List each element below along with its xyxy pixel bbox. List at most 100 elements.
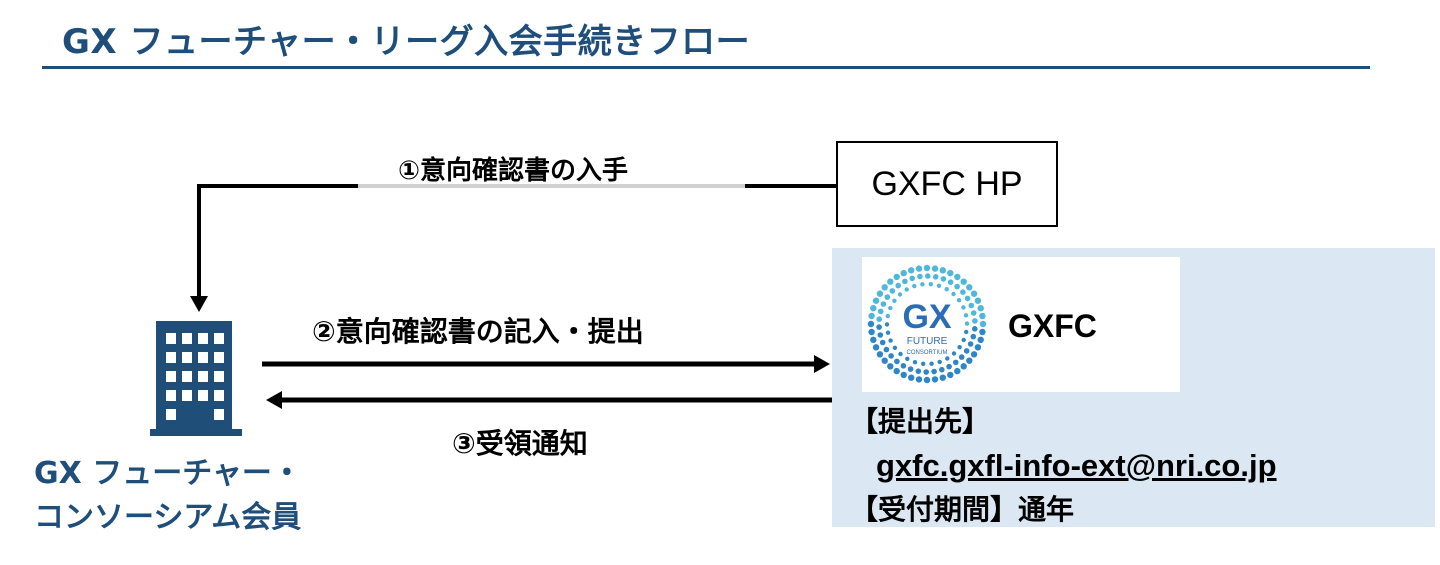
title-divider — [42, 66, 1370, 69]
logo-dot — [966, 284, 973, 291]
logo-dot — [939, 366, 945, 373]
logo-dot — [974, 297, 982, 304]
logo-dot — [884, 322, 890, 327]
gxfc-logo: GX FUTURE CONSORTIUM — [867, 264, 987, 384]
logo-dot — [974, 344, 982, 351]
logo-dot — [928, 282, 933, 287]
logo-dot — [966, 357, 973, 364]
logo-dot — [868, 328, 875, 336]
building-window — [166, 390, 176, 401]
logo-dot — [887, 363, 894, 370]
logo-dot — [979, 320, 987, 328]
building-icon — [150, 321, 242, 436]
logo-consortium-text: CONSORTIUM — [907, 350, 948, 356]
gxfc-hp-box: GXFC HP — [836, 141, 1058, 227]
step2-label: ②意向確認書の記入・提出 — [312, 315, 644, 348]
logo-dot — [963, 313, 969, 318]
logo-dot — [915, 368, 922, 374]
logo-dot — [898, 351, 903, 357]
building-window — [182, 333, 192, 344]
logo-dot — [912, 283, 917, 289]
logo-dot — [951, 291, 956, 297]
logo-dot — [970, 333, 977, 340]
logo-dot — [958, 354, 965, 360]
logo-future-text: FUTURE — [907, 336, 948, 347]
member-label-line2: コンソーシアム会員 — [34, 500, 302, 535]
building-window — [166, 352, 176, 363]
logo-dot — [970, 351, 978, 358]
page-title: GX フューチャー・リーグ入会手続きフロー — [62, 22, 751, 62]
logo-dot — [977, 336, 984, 343]
logo-dot — [900, 371, 907, 379]
building-window — [214, 409, 224, 420]
logo-dot — [956, 298, 962, 303]
logo-dot — [954, 283, 960, 290]
submission-email-link[interactable]: gxfc.gxfl-info-ext@nri.co.jp — [876, 448, 1277, 483]
step2-arrow — [262, 355, 830, 373]
logo-dot — [879, 339, 886, 346]
org-card — [862, 257, 1180, 392]
logo-dot — [884, 294, 891, 300]
logo-dot — [970, 310, 977, 316]
logo-dot — [876, 316, 882, 322]
logo-dot — [908, 374, 915, 381]
logo-dot — [892, 345, 898, 350]
logo-dot — [977, 305, 984, 312]
logo-dot — [876, 290, 884, 297]
logo-dot — [907, 366, 914, 372]
submission-label: 【提出先】 — [850, 405, 991, 438]
logo-dot — [961, 305, 966, 310]
building-window — [182, 352, 192, 363]
logo-dot — [929, 361, 934, 366]
logo-dot — [964, 321, 970, 326]
building-window — [198, 352, 208, 363]
logo-dot — [888, 338, 893, 343]
gxfc-hp-label: GXFC HP — [871, 164, 1023, 203]
logo-dot — [908, 267, 915, 274]
logo-dot — [881, 357, 888, 364]
logo-dot — [895, 282, 901, 289]
logo-dot — [967, 341, 974, 347]
member-label-line1: GX フューチャー・ — [34, 456, 302, 491]
logo-dot — [900, 363, 907, 369]
member-label: GX フューチャー・ コンソーシアム会員 — [34, 452, 394, 540]
logo-dot — [889, 288, 896, 294]
logo-dot — [936, 283, 942, 288]
logo-dot — [893, 367, 900, 375]
logo-dot — [904, 287, 909, 292]
logo-dot — [868, 312, 875, 320]
logo-dot — [923, 369, 929, 375]
logo-dot — [972, 318, 978, 324]
logo-dot — [947, 371, 954, 379]
building-window — [214, 333, 224, 344]
logo-dot — [972, 326, 978, 332]
building-window — [166, 371, 176, 382]
logo-dot — [963, 348, 970, 354]
logo-dot — [885, 313, 890, 319]
logo-dot — [915, 265, 923, 272]
logo-dot — [954, 273, 961, 281]
reception-period: 【受付期間】通年 — [850, 493, 1075, 526]
logo-dot — [867, 320, 875, 328]
building-window — [182, 371, 192, 382]
step1-label: ①意向確認書の入手 — [398, 156, 629, 186]
step3-label: ③受領通知 — [452, 427, 588, 460]
logo-dot — [902, 278, 908, 285]
building-window — [198, 390, 208, 401]
logo-dot — [931, 265, 939, 272]
logo-dot — [897, 292, 903, 297]
building-window — [182, 390, 192, 401]
logo-dot — [885, 330, 891, 335]
building-window — [214, 390, 224, 401]
logo-dot — [961, 337, 966, 343]
logo-dot — [947, 269, 954, 277]
logo-dot — [881, 284, 888, 291]
building-window — [198, 371, 208, 382]
logo-dot — [880, 301, 887, 307]
logo-dot — [900, 269, 907, 277]
logo-dot — [937, 359, 942, 365]
building-window — [166, 409, 176, 420]
logo-dot — [979, 328, 986, 336]
logo-dot — [945, 356, 950, 361]
